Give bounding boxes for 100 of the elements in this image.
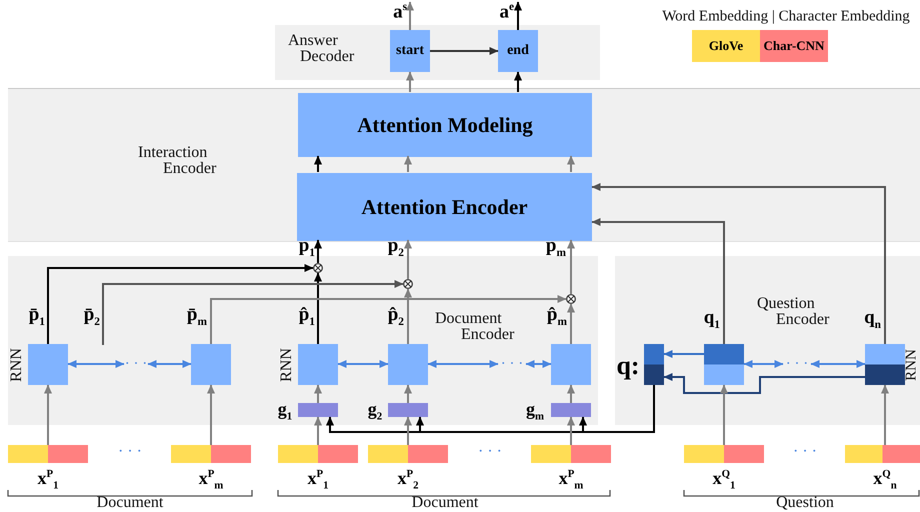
arrow <box>314 416 322 445</box>
arrow <box>567 304 575 344</box>
rnn-label: RNN <box>9 348 25 382</box>
arrow <box>404 288 412 344</box>
arrow <box>314 240 322 263</box>
rnn-cell <box>865 344 905 385</box>
arrow <box>514 72 522 92</box>
arrow <box>406 72 414 92</box>
embedding-bar <box>845 445 920 463</box>
vector-label: g$_{m}$ <box>526 400 544 422</box>
arrow <box>207 384 215 445</box>
arrow <box>526 360 552 368</box>
panel-label: Document Encoder <box>435 311 516 343</box>
multiply-circle <box>313 263 323 273</box>
arrow <box>210 295 566 344</box>
arrow <box>428 360 498 368</box>
edge-label: a$^{e}$ <box>499 2 514 22</box>
gate-bar <box>298 403 338 417</box>
document-encoder-panel <box>8 256 598 425</box>
box-label: end <box>507 43 529 59</box>
arrow <box>514 2 522 30</box>
edge-label: p$_{2}$ <box>388 236 404 260</box>
arrow <box>102 280 404 345</box>
arrow <box>810 360 866 368</box>
edge-label: p̄$_{2}$ <box>84 305 100 328</box>
end-box <box>498 30 538 72</box>
arrow <box>44 384 52 445</box>
panel-label: Question Encoder <box>757 296 830 328</box>
rnn-cell <box>191 344 231 385</box>
group-label: Document <box>412 495 478 511</box>
ellipsis: · · · <box>793 444 817 460</box>
gate-bar <box>388 403 428 417</box>
box-label: Attention Modeling <box>357 112 533 138</box>
edge-label: q$_{n}$ <box>864 308 881 332</box>
rnn-cell <box>551 344 591 385</box>
arrow <box>592 218 725 344</box>
attention-encoder-box <box>297 173 592 241</box>
multiply-circle <box>566 294 576 304</box>
embedding-bar <box>684 445 764 463</box>
arrow <box>404 384 412 403</box>
arrow <box>404 240 412 279</box>
edge-label: p̄$_{m}$ <box>186 305 207 328</box>
vector-label: g$_{2}$ <box>368 400 382 422</box>
ellipsis: · · · <box>118 444 142 460</box>
panel-label: Answer Decoder <box>288 33 356 65</box>
arrow <box>744 360 784 368</box>
rnn-cell <box>704 344 744 385</box>
box-label: start <box>396 43 424 59</box>
start-box <box>390 30 430 72</box>
arrow <box>148 360 192 368</box>
question-vector-block <box>644 344 664 385</box>
rnn-label: RNN <box>904 349 920 381</box>
group-label: Document <box>96 495 164 511</box>
legend-title: Word Embedding | Character Embedding <box>662 10 910 24</box>
edge-label: q$_{1}$ <box>704 308 720 332</box>
edge-label: a$^{s}$ <box>393 2 407 22</box>
decoder-panel <box>275 25 600 80</box>
arrow <box>592 183 886 344</box>
arrow <box>567 416 575 445</box>
legend-label: Char-CNN <box>764 38 824 54</box>
rnn-cell <box>298 344 338 385</box>
embedding-bar <box>368 445 448 463</box>
arrow <box>404 416 412 445</box>
attention-modeling-box <box>298 93 592 157</box>
arrow <box>664 350 704 358</box>
edge-label: p̂$_{2}$ <box>388 305 404 328</box>
arrow <box>430 47 498 55</box>
ellipsis-text: · · · <box>500 356 524 372</box>
edge-label: p̂$_{1}$ <box>298 305 315 328</box>
embedding-bar <box>278 445 358 463</box>
vector-label: q: <box>616 353 640 379</box>
panel-label: Interaction Encoder <box>138 145 218 177</box>
rnn-label: RNN <box>279 348 295 382</box>
arrow <box>47 264 314 344</box>
edge-label: p$_{m}$ <box>546 236 566 260</box>
rnn-cell <box>28 344 68 385</box>
legend-label: GloVe <box>708 38 744 54</box>
ellipsis: · · · <box>478 444 502 460</box>
arrow <box>314 384 322 403</box>
arrow <box>567 240 575 294</box>
vector-label: g$_{1}$ <box>278 400 292 422</box>
ellipsis-text: · · · <box>124 356 148 372</box>
multiply-circle <box>403 279 413 289</box>
question-encoder-panel <box>615 256 920 425</box>
arrow <box>338 360 388 368</box>
arrow <box>567 384 575 403</box>
rnn-cell <box>388 344 428 385</box>
box-label: Attention Encoder <box>361 194 528 220</box>
group-label: Question <box>776 495 834 511</box>
interaction-band <box>8 88 920 242</box>
edge-label: p̄$_{1}$ <box>28 305 45 328</box>
arrow <box>314 272 322 344</box>
arrow <box>664 373 865 394</box>
arrow <box>567 156 575 172</box>
arrow <box>404 156 412 172</box>
arrow <box>406 2 414 30</box>
embedding-bar <box>8 445 88 463</box>
arrow <box>314 156 322 172</box>
ellipsis-text: · · · <box>786 356 808 372</box>
edge-label: p$_{1}$ <box>298 236 315 260</box>
